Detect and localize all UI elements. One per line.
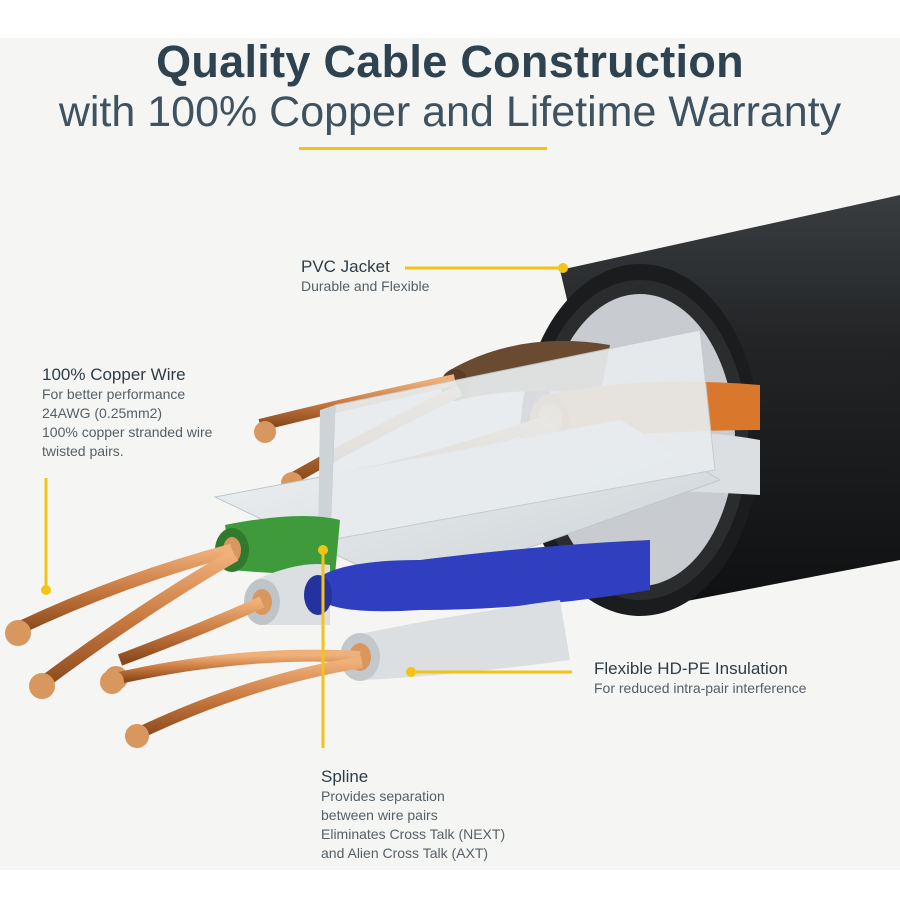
copper-wire-line: For better performance — [42, 386, 186, 402]
insulation-label: Flexible HD-PE Insulation — [594, 659, 788, 678]
spline-line: between wire pairs — [321, 807, 438, 823]
spline-line: and Alien Cross Talk (AXT) — [321, 845, 489, 861]
green-pair — [5, 516, 340, 699]
insulation-description: For reduced intra-pair interference — [594, 679, 806, 698]
spline-label: Spline — [321, 767, 369, 786]
spline-line: Provides separation — [321, 788, 445, 804]
spline-line: Eliminates Cross Talk (NEXT) — [321, 826, 506, 842]
callout-lines — [41, 263, 572, 748]
copper-wire-label: 100% Copper Wire — [42, 365, 186, 384]
pvc-jacket-line: Durable and Flexible — [301, 278, 430, 294]
blue-pair — [304, 540, 650, 615]
page-subtitle: with 100% Copper and Lifetime Warranty — [58, 88, 842, 136]
pvc-jacket-label: PVC Jacket — [301, 257, 390, 276]
pvc-jacket-description: Durable and Flexible — [301, 277, 429, 296]
copper-wire-line: twisted pairs. — [42, 443, 124, 459]
spline — [213, 329, 722, 591]
spline-description: Provides separation between wire pairs E… — [321, 787, 505, 863]
title-underline — [299, 147, 547, 150]
copper-wire-line: 24AWG (0.25mm2) — [42, 405, 163, 421]
page-title: Quality Cable Construction — [156, 36, 744, 87]
copper-wire-description: For better performance 24AWG (0.25mm2) 1… — [42, 385, 212, 461]
copper-wire-line: 100% copper stranded wire — [42, 424, 213, 440]
white-pair-lower — [100, 600, 570, 748]
insulation-line: For reduced intra-pair interference — [594, 680, 807, 696]
